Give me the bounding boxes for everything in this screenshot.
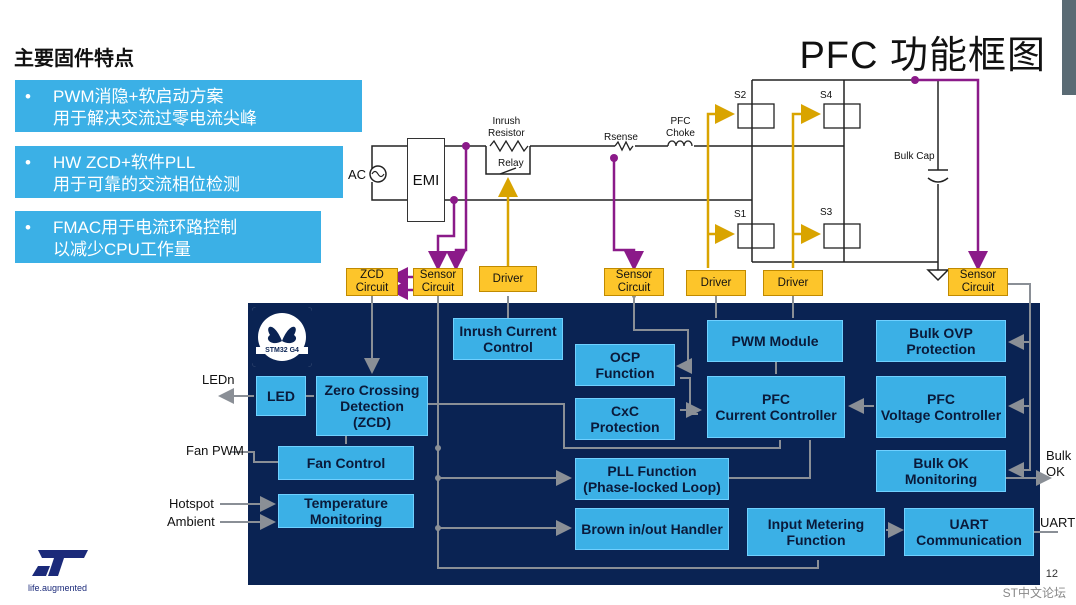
butterfly-icon bbox=[252, 307, 312, 367]
ac-label: AC bbox=[348, 167, 367, 182]
chip-label: STM32 G4 bbox=[256, 347, 308, 354]
driver-box-s1s2: Driver bbox=[686, 270, 746, 296]
st-tagline: life.augmented bbox=[28, 583, 88, 593]
rsense-label: Rsense bbox=[604, 132, 638, 143]
fan-pwm-label: Fan PWM bbox=[186, 443, 244, 458]
section-heading: 主要固件特点 bbox=[14, 48, 134, 70]
uart-output-label: UART bbox=[1040, 515, 1076, 530]
ambient-label: Ambient bbox=[167, 514, 215, 529]
st-logo-icon bbox=[32, 550, 88, 576]
fan-control-block: Fan Control bbox=[278, 446, 414, 480]
title-accent-bar bbox=[1062, 0, 1076, 95]
bulk-cap-label: Bulk Cap bbox=[894, 151, 935, 162]
driver-box-s3s4: Driver bbox=[763, 270, 823, 296]
pwm-module-block: PWM Module bbox=[707, 320, 843, 362]
switch-s3-label: S3 bbox=[820, 207, 833, 218]
st-logo: life.augmented bbox=[28, 548, 90, 593]
slide-title: PFC 功能框图 bbox=[799, 35, 1046, 77]
hotspot-label: Hotspot bbox=[169, 496, 214, 511]
pll-function-block: PLL Function(Phase-locked Loop) bbox=[575, 458, 729, 500]
switch-s4-label: S4 bbox=[820, 90, 833, 101]
stm32g4-logo: STM32 G4 bbox=[252, 307, 312, 367]
page-number: 12 bbox=[1045, 568, 1058, 580]
emi-filter: EMI bbox=[407, 138, 445, 222]
switch-s1-label: S1 bbox=[734, 209, 747, 220]
led-block: LED bbox=[256, 376, 306, 416]
brown-in-out-handler-block: Brown in/out Handler bbox=[575, 508, 729, 550]
driver-box-relay: Driver bbox=[479, 266, 537, 292]
relay-label: Relay bbox=[498, 158, 524, 169]
switch-s2-label: S2 bbox=[734, 90, 747, 101]
ledn-label: LEDn bbox=[202, 372, 235, 387]
watermark: ST中文论坛 bbox=[1002, 586, 1066, 600]
feature-box-3: • FMAC用于电流环路控制以减少CPU工作量 bbox=[15, 211, 321, 263]
feature-box-1: • PWM消隐+软启动方案用于解决交流过零电流尖峰 bbox=[15, 80, 362, 132]
